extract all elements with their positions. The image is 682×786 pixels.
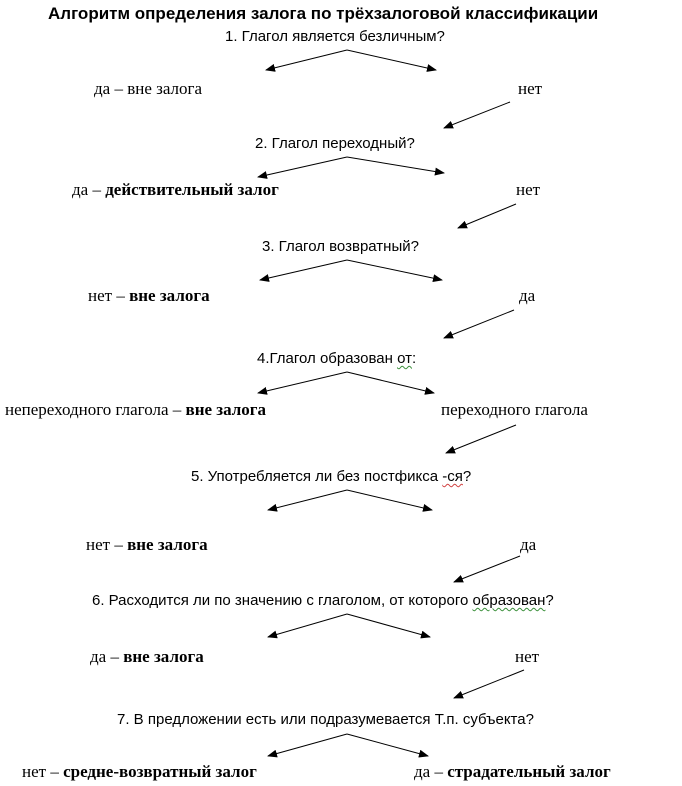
answer-2-left: да – действительный залог [72, 180, 279, 199]
arrow-q3-left [259, 259, 348, 282]
answer-3-right: да [519, 286, 536, 305]
answer-1-left: да – вне залога [94, 79, 203, 98]
diagram-title: Алгоритм определения залога по трёхзалог… [48, 4, 599, 23]
arrow-q3-to-q4 [443, 309, 515, 339]
arrow-q6-right [346, 613, 431, 639]
answer-6-right: нет [515, 647, 540, 666]
arrow-q5-to-q6 [453, 555, 521, 583]
arrow-q2-right [346, 156, 445, 176]
answer-1-right: нет [518, 79, 543, 98]
answer-2-right: нет [516, 180, 541, 199]
arrow-q1-left [265, 49, 348, 72]
answer-3-left: нет – вне залога [88, 286, 210, 305]
arrow-q5-right [346, 489, 433, 512]
answer-5-left: нет – вне залога [86, 535, 208, 554]
arrow-q7-right [346, 733, 429, 758]
question-7: 7. В предложении есть или подразумеваетс… [117, 711, 534, 728]
question-1: 1. Глагол является безличным? [225, 28, 445, 45]
question-5: 5. Употребляется ли без постфикса -ся? [191, 468, 472, 485]
question-6: 6. Расходится ли по значению с глаголом,… [92, 592, 554, 609]
arrow-q4-to-q5 [445, 424, 517, 454]
arrow-q3-right [346, 259, 443, 283]
arrow-q1-right [346, 49, 437, 72]
arrow-q7-left [267, 733, 348, 758]
arrow-q6-left [267, 613, 348, 639]
answer-6-left: да – вне залога [90, 647, 204, 666]
answer-7-right: да – страдательный залог [414, 762, 611, 781]
arrow-q2-left [257, 156, 348, 179]
arrow-q2-to-q3 [457, 203, 517, 229]
question-4: 4.Глагол образован от: [257, 350, 417, 367]
question-2: 2. Глагол переходный? [255, 135, 415, 152]
arrow-q1-to-q2 [443, 101, 511, 129]
arrow-q5-left [267, 489, 348, 512]
answer-5-right: да [520, 535, 537, 554]
answer-7-left: нет – средне-возвратный залог [22, 762, 257, 781]
answer-4-right: переходного глагола [441, 400, 588, 419]
question-3: 3. Глагол возвратный? [262, 238, 419, 255]
answer-4-left: непереходного глагола – вне залога [5, 400, 267, 419]
arrow-q4-right [346, 371, 435, 395]
arrow-q6-to-q7 [453, 669, 525, 699]
arrow-q4-left [257, 371, 348, 395]
